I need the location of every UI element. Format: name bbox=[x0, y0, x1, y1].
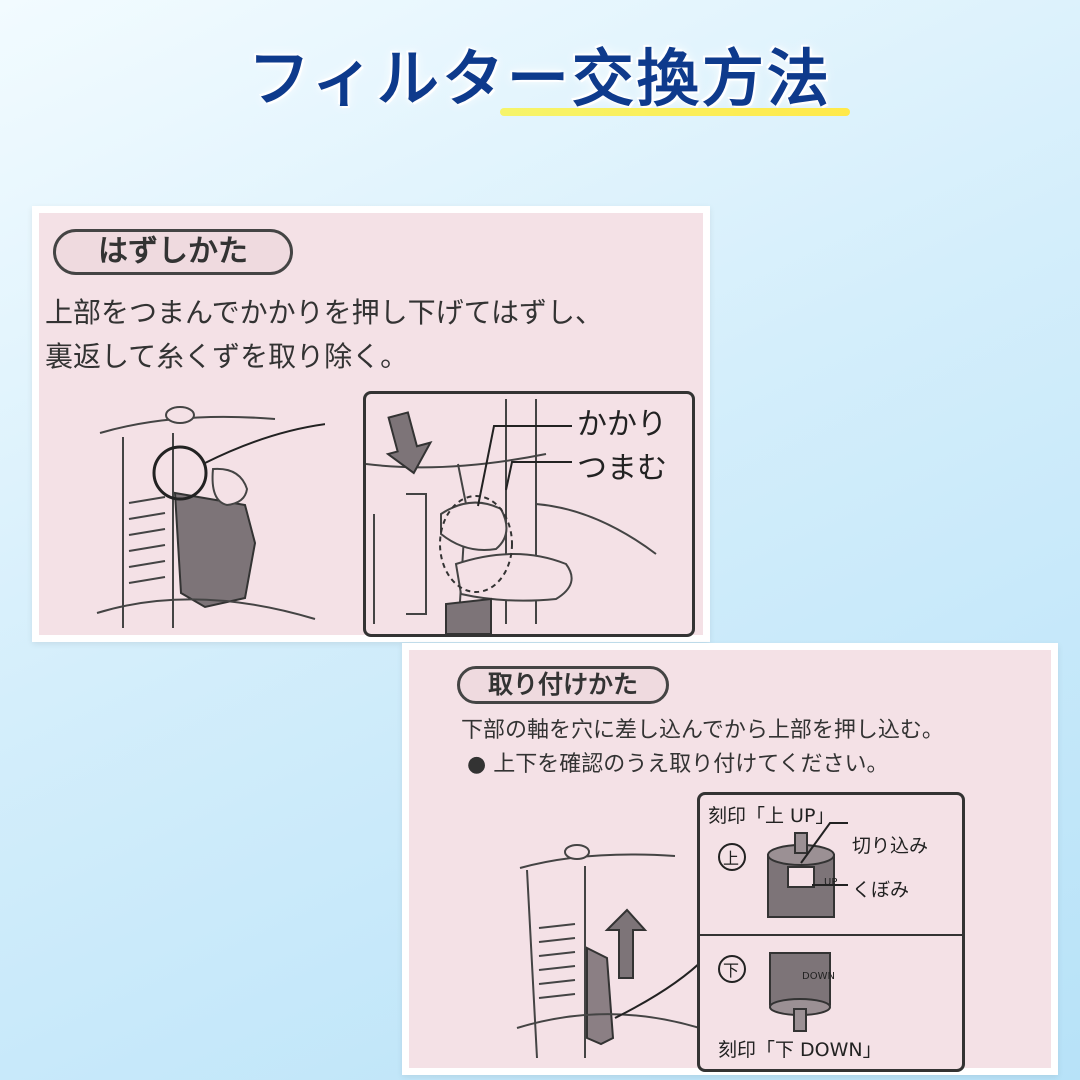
installation-heading: 取り付けかた bbox=[457, 666, 669, 704]
removal-instructions: 上部をつまんでかかりを押し下げてはずし、 裏返して糸くずを取り除く。 bbox=[45, 291, 603, 379]
removal-heading: はずしかた bbox=[53, 229, 293, 275]
removal-zoom-box bbox=[363, 391, 695, 637]
removal-line-1: 上部をつまんでかかりを押し下げてはずし、 bbox=[45, 296, 604, 329]
installation-instructions: 下部の軸を穴に差し込んでから上部を押し込む。 ● 上下を確認のうえ取り付けてくだ… bbox=[461, 714, 944, 782]
installation-panel: 取り付けかた 下部の軸を穴に差し込んでから上部を押し込む。 ● 上下を確認のうえ… bbox=[402, 643, 1058, 1075]
marker-down: 下 bbox=[723, 961, 740, 980]
label-kakari: かかり bbox=[577, 407, 667, 442]
installation-bullet: ● 上下を確認のうえ取り付けてください。 bbox=[467, 752, 889, 777]
installation-overview-illustration bbox=[516, 844, 715, 1059]
installation-line-1: 下部の軸を穴に差し込んでから上部を押し込む。 bbox=[461, 718, 944, 743]
page-title: フィルター交換方法 bbox=[248, 42, 832, 115]
orientation-stamp-illustration: UP DOWN bbox=[700, 822, 962, 1032]
stamp-up-label: 刻印「上 UP」 bbox=[708, 805, 835, 827]
label-kirikomi: 切り込み bbox=[852, 835, 929, 857]
part-down-mark: DOWN bbox=[802, 971, 835, 982]
orientation-stamp-box: UP DOWN 刻印「上 UP」 上 切り込み くぼみ 下 刻印「下 DOWN」 bbox=[697, 792, 965, 1072]
removal-zoom-illustration bbox=[366, 399, 657, 634]
label-kubomi: くぼみ bbox=[852, 879, 910, 901]
removal-line-2: 裏返して糸くずを取り除く。 bbox=[45, 340, 409, 373]
removal-overview-illustration bbox=[96, 406, 325, 628]
title-underline bbox=[500, 108, 850, 116]
removal-panel: はずしかた 上部をつまんでかかりを押し下げてはずし、 裏返して糸くずを取り除く。 bbox=[32, 206, 710, 642]
marker-up: 上 bbox=[723, 849, 740, 868]
part-up-mark: UP bbox=[824, 877, 837, 888]
label-tsumamu: つまむ bbox=[577, 451, 667, 486]
stamp-down-label: 刻印「下 DOWN」 bbox=[718, 1039, 882, 1061]
